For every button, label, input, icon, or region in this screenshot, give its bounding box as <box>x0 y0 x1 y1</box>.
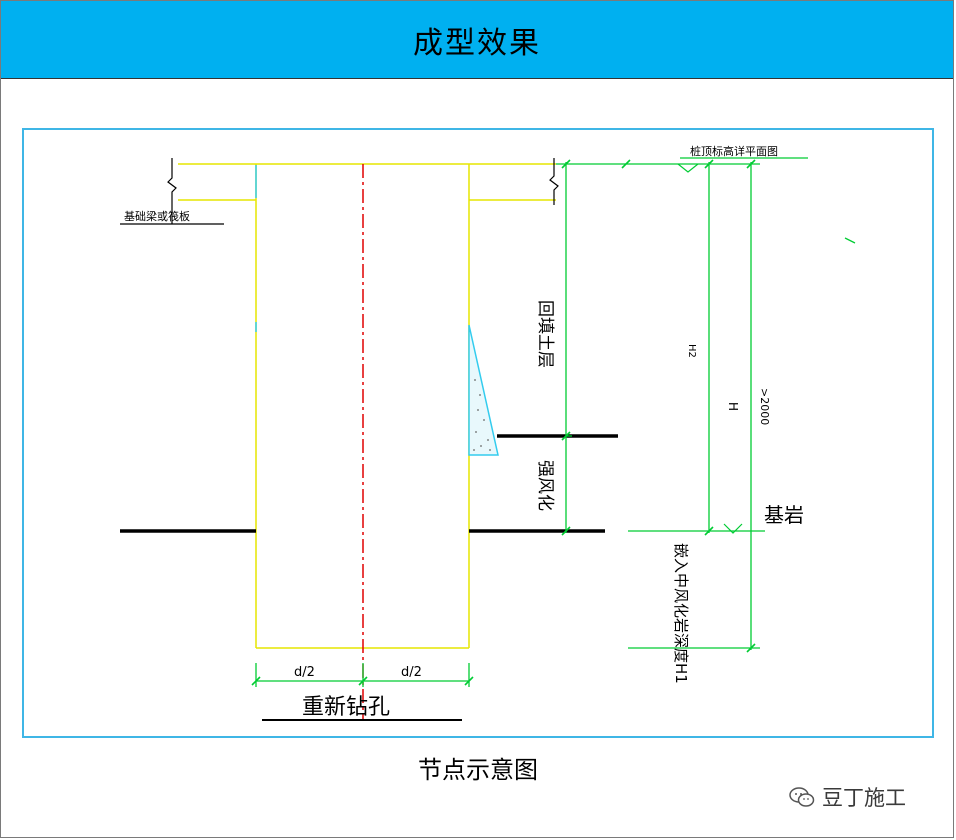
dimension-ticks <box>251 159 756 686</box>
soil-marks <box>255 165 499 456</box>
label-bedrock: 基岩 <box>764 503 804 527</box>
label-h2: H2 <box>686 344 697 358</box>
label-soil: 回填土层 <box>535 300 555 368</box>
label-embed: 嵌入中风化岩深度H1 <box>672 543 690 684</box>
label-top-left: 基础梁或筏板 <box>124 209 190 223</box>
page-title: 成型效果 <box>413 25 541 61</box>
watermark-text: 豆丁施工 <box>822 786 906 810</box>
label-weathered: 强风化 <box>535 460 555 511</box>
pile-outline <box>178 163 556 649</box>
label-d-right: d/2 <box>401 665 422 680</box>
wechat-icon <box>789 787 815 807</box>
watermark: 豆丁施工 <box>788 782 906 812</box>
label-2000: >2000 <box>758 388 771 425</box>
label-d-left: d/2 <box>294 665 315 680</box>
stratum-lines <box>120 434 618 533</box>
level-markers <box>677 157 808 534</box>
figure-caption: 节点示意图 <box>418 756 538 784</box>
label-top-right: 桩顶标高详平面图 <box>690 144 778 158</box>
soil-hatch <box>473 379 491 451</box>
label-redrill: 重新钻孔 <box>302 695 390 720</box>
label-h: H <box>726 402 740 411</box>
header-bar: 成型效果 <box>1 1 953 79</box>
break-lines <box>120 158 559 225</box>
